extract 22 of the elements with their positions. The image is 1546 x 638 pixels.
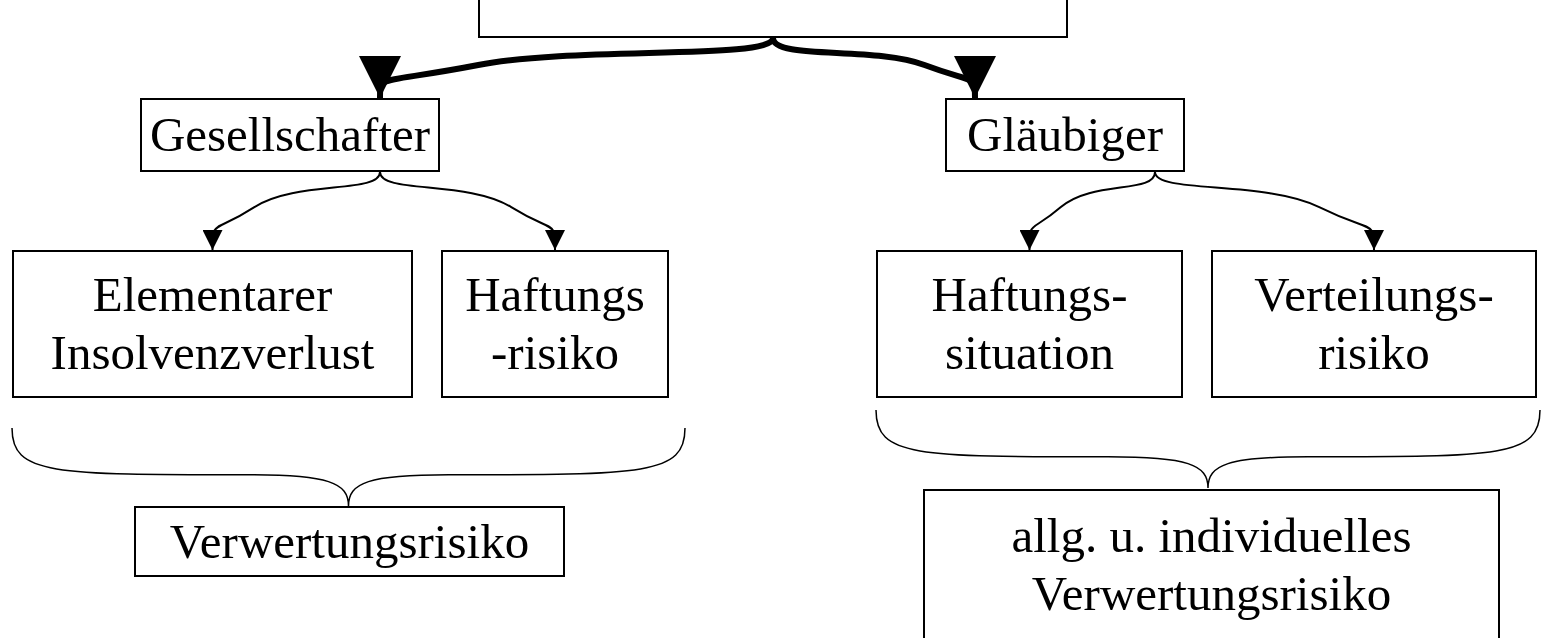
curved-arrow bbox=[770, 36, 996, 98]
box-label: Gesellschafter bbox=[149, 106, 431, 164]
text-box bbox=[134, 506, 565, 577]
curved-arrow bbox=[379, 171, 565, 251]
box-label: Verwertungsrisiko bbox=[169, 512, 530, 571]
curved-arrow bbox=[202, 171, 381, 251]
text-box bbox=[876, 250, 1183, 398]
text-box bbox=[923, 489, 1500, 638]
box-label: allg. u. individuelles Verwertungsrisiko bbox=[1010, 506, 1413, 623]
text-box bbox=[441, 250, 669, 398]
curved-arrow bbox=[1154, 171, 1384, 251]
text-box bbox=[1211, 250, 1537, 398]
box-label: Haftungs -risiko bbox=[465, 266, 645, 382]
box bbox=[478, 0, 1068, 38]
box-label: Haftungs- situation bbox=[930, 266, 1129, 382]
box-label: Verteilungs- risiko bbox=[1253, 266, 1495, 382]
box-label: Elementarer Insolvenzverlust bbox=[49, 266, 376, 382]
text-box bbox=[140, 98, 440, 172]
box-label: Gläubiger bbox=[967, 106, 1163, 164]
text-box bbox=[12, 250, 413, 398]
text-box bbox=[945, 98, 1185, 172]
curved-arrow bbox=[1019, 171, 1156, 251]
